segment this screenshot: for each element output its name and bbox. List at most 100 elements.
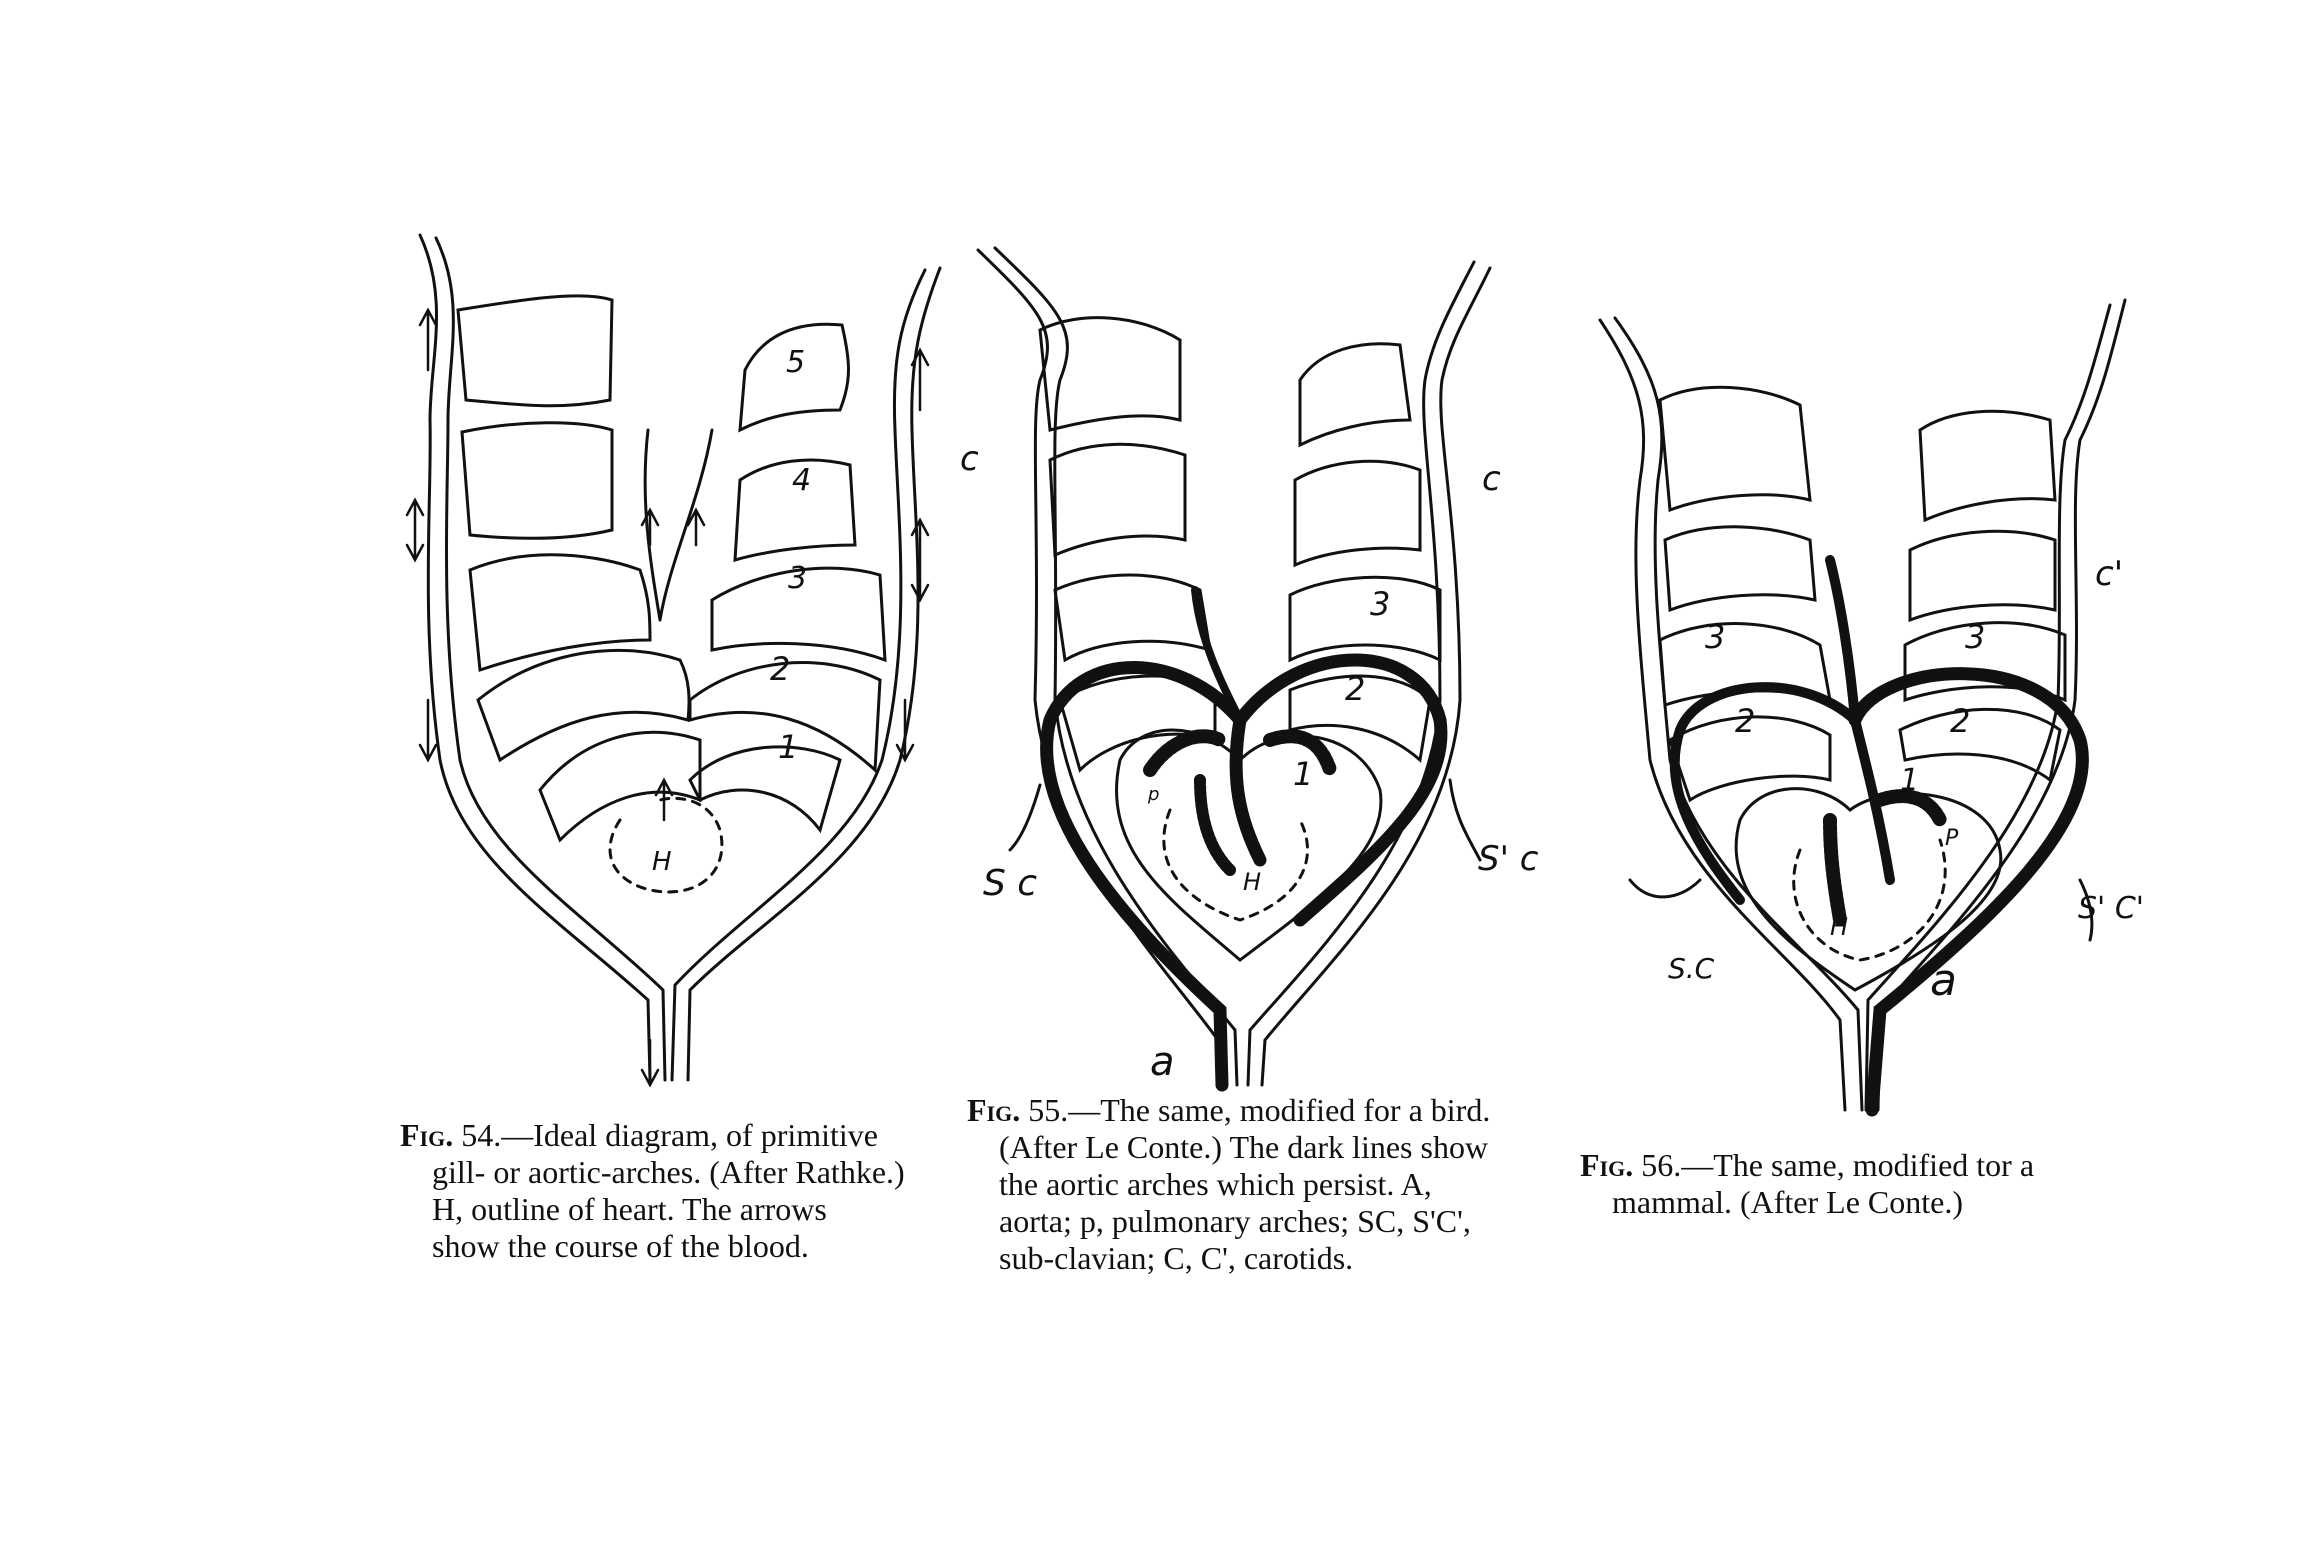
fig56-caption-line-1: Fig. 56.—The same, modified tor a	[1580, 1147, 2150, 1184]
fig55-arch-4-right	[1293, 459, 1422, 568]
fig54-caption-text-1: 54.—Ideal diagram, of primitive	[461, 1117, 878, 1153]
fig54-inner-wall-left	[434, 236, 667, 1082]
fig54-arch-2-left	[476, 648, 691, 763]
fig55-arch-label-3: 3	[1370, 585, 1390, 623]
fig54-arch-3-right	[710, 566, 887, 663]
fig55-arch-5-right	[1298, 342, 1412, 448]
fig56-label-subclavian-right: S' C'	[2078, 891, 2144, 926]
fig55-subclavian-left	[1008, 783, 1042, 852]
fig55-arch-3-right	[1288, 575, 1442, 663]
fig55-label-subclavian-left: S c	[983, 863, 1037, 904]
figure-55-diagram	[976, 246, 1492, 1092]
fig56-heart-outline	[1792, 838, 1947, 962]
fig55-arch-label-1: 1	[1293, 755, 1313, 793]
fig56-arch-5-left	[1658, 385, 1812, 513]
fig56-subclavian-right	[2078, 878, 2094, 942]
fig56-label-aorta: a	[1930, 955, 1957, 1006]
fig54-arch-label-2: 2	[770, 650, 790, 688]
fig55-label-subclavian-right: S' c	[1478, 839, 1539, 879]
fig54-outer-wall-right	[686, 266, 942, 1082]
fig55-caption-fig-label: Fig.	[967, 1092, 1021, 1128]
fig55-inner-wall-right	[1246, 260, 1476, 1087]
fig56-label-pulmonary: P	[1945, 826, 1959, 851]
fig54-arch-1-right	[688, 745, 842, 834]
fig54-arch-4-right	[733, 458, 857, 563]
fig56-arch-label-1: 1	[1900, 763, 1919, 798]
fig55-label-heart: H	[1243, 868, 1261, 896]
fig54-heart-label: H	[652, 847, 672, 877]
fig56-caption-fig-label: Fig.	[1580, 1147, 1634, 1183]
fig55-label-pulmonary: p	[1147, 784, 1159, 805]
fig55-carotid-stem	[1191, 586, 1244, 724]
figure-54-diagram	[405, 233, 942, 1088]
fig56-arch-4-left	[1663, 525, 1817, 613]
fig54-heart-outline	[608, 796, 724, 894]
fig55-arch-4-left	[1048, 442, 1187, 558]
fig55-subclavian-right	[1448, 778, 1482, 862]
fig55-caption: Fig. 55.—The same, modified for a bird. …	[967, 1092, 1567, 1277]
fig54-caption-line-2: gill- or aortic-arches. (After Rathke.)	[432, 1154, 905, 1190]
fig54-arch-2-right	[688, 661, 882, 774]
fig55-caption-line-5: sub-clavian; C, C', carotids.	[999, 1240, 1354, 1276]
fig56-arch-3-right	[1903, 621, 2067, 703]
fig55-outer-wall-right	[1260, 266, 1492, 1087]
fig55-aortic-arch-right	[1233, 653, 1448, 927]
fig56-arch-4-right	[1908, 529, 2057, 623]
fig54-arch-5-right	[738, 322, 850, 433]
fig55-label-carotid-left: c	[960, 439, 979, 479]
fig55-arch-5-left	[1038, 316, 1182, 432]
fig54-caption-fig-label: Fig.	[400, 1117, 454, 1153]
fig56-arch-label-3-left: 3	[1705, 618, 1725, 656]
fig54-caption-line-4: show the course of the blood.	[432, 1228, 809, 1264]
fig55-caption-line-1: Fig. 55.—The same, modified for a bird.	[967, 1092, 1567, 1129]
figure-56-diagram	[1598, 298, 2127, 1117]
fig55-label-carotid-right: c	[1482, 459, 1501, 499]
fig56-arch-2-left	[1668, 715, 1832, 803]
fig54-arch-1-left	[538, 730, 702, 843]
fig54-inner-wall-right	[670, 268, 927, 1082]
fig54-outer-wall-left	[418, 233, 652, 1082]
fig55-pulmonary-left	[1143, 729, 1227, 777]
fig55-heart-outline	[1162, 808, 1309, 922]
fig56-caption-line-2: mammal. (After Le Conte.)	[1612, 1184, 1963, 1220]
fig56-label-carotid: c'	[2095, 554, 2123, 594]
fig56-pulmonary-stem	[1823, 813, 1847, 927]
fig54-arch-label-4: 4	[792, 463, 811, 498]
fig56-labels: 1 2 2 3 3 c' S.C S' C' P H a	[1668, 554, 2144, 1006]
fig54-arch-label-3: 3	[788, 561, 807, 596]
fig55-labels: 1 2 3 c c S c S' c p H a	[960, 439, 1539, 1085]
fig56-inner-wall-right	[1864, 303, 2112, 1112]
fig56-arch-2-right	[1898, 707, 2062, 783]
fig56-caption: Fig. 56.—The same, modified tor a mammal…	[1580, 1147, 2150, 1221]
fig54-arch-5-left	[456, 294, 614, 408]
fig54-arch-3-left	[468, 553, 652, 673]
fig56-arch-label-3-right: 3	[1965, 618, 1985, 656]
fig55-pulmonary-right	[1263, 729, 1337, 777]
fig56-caption-text-1: 56.—The same, modified tor a	[1641, 1147, 2035, 1183]
fig56-arch-5-right	[1918, 409, 2057, 523]
fig56-subclavian-arch-left	[1669, 682, 1860, 905]
fig55-arch-label-2: 2	[1345, 670, 1365, 708]
fig54-arch-label-5: 5	[786, 345, 805, 380]
fig55-pulmonary-stem	[1194, 774, 1236, 876]
fig56-subclavian-left	[1628, 878, 1702, 899]
fig56-arch-label-2-right: 2	[1950, 702, 1970, 740]
fig55-caption-text-1: 55.—The same, modified for a bird.	[1028, 1092, 1491, 1128]
fig55-aortic-arch-left	[1040, 661, 1247, 1092]
fig54-caption: Fig. 54.—Ideal diagram, of primitive gil…	[400, 1117, 960, 1265]
fig56-carotid-stem	[1825, 555, 1860, 725]
fig56-label-heart: H	[1830, 913, 1848, 941]
fig55-caption-line-2: (After Le Conte.) The dark lines show	[999, 1129, 1489, 1165]
fig56-label-subclavian-left: S.C	[1668, 952, 1715, 985]
fig55-caption-line-3: the aortic arches which persist. A,	[999, 1166, 1432, 1202]
fig55-arch-2-right	[1288, 674, 1432, 763]
fig55-label-aorta: a	[1150, 1039, 1175, 1085]
fig55-arch-2-left	[1058, 674, 1217, 773]
fig54-caption-line-3: H, outline of heart. The arrows	[432, 1191, 827, 1227]
fig55-caption-line-4: aorta; p, pulmonary arches; SC, S'C',	[999, 1203, 1471, 1239]
fig56-arch-label-2-left: 2	[1735, 702, 1755, 740]
fig54-arch-label-1: 1	[778, 728, 798, 766]
fig54-labels: 1 2 3 4 5 H	[652, 345, 811, 877]
fig54-arrows	[405, 307, 930, 1088]
